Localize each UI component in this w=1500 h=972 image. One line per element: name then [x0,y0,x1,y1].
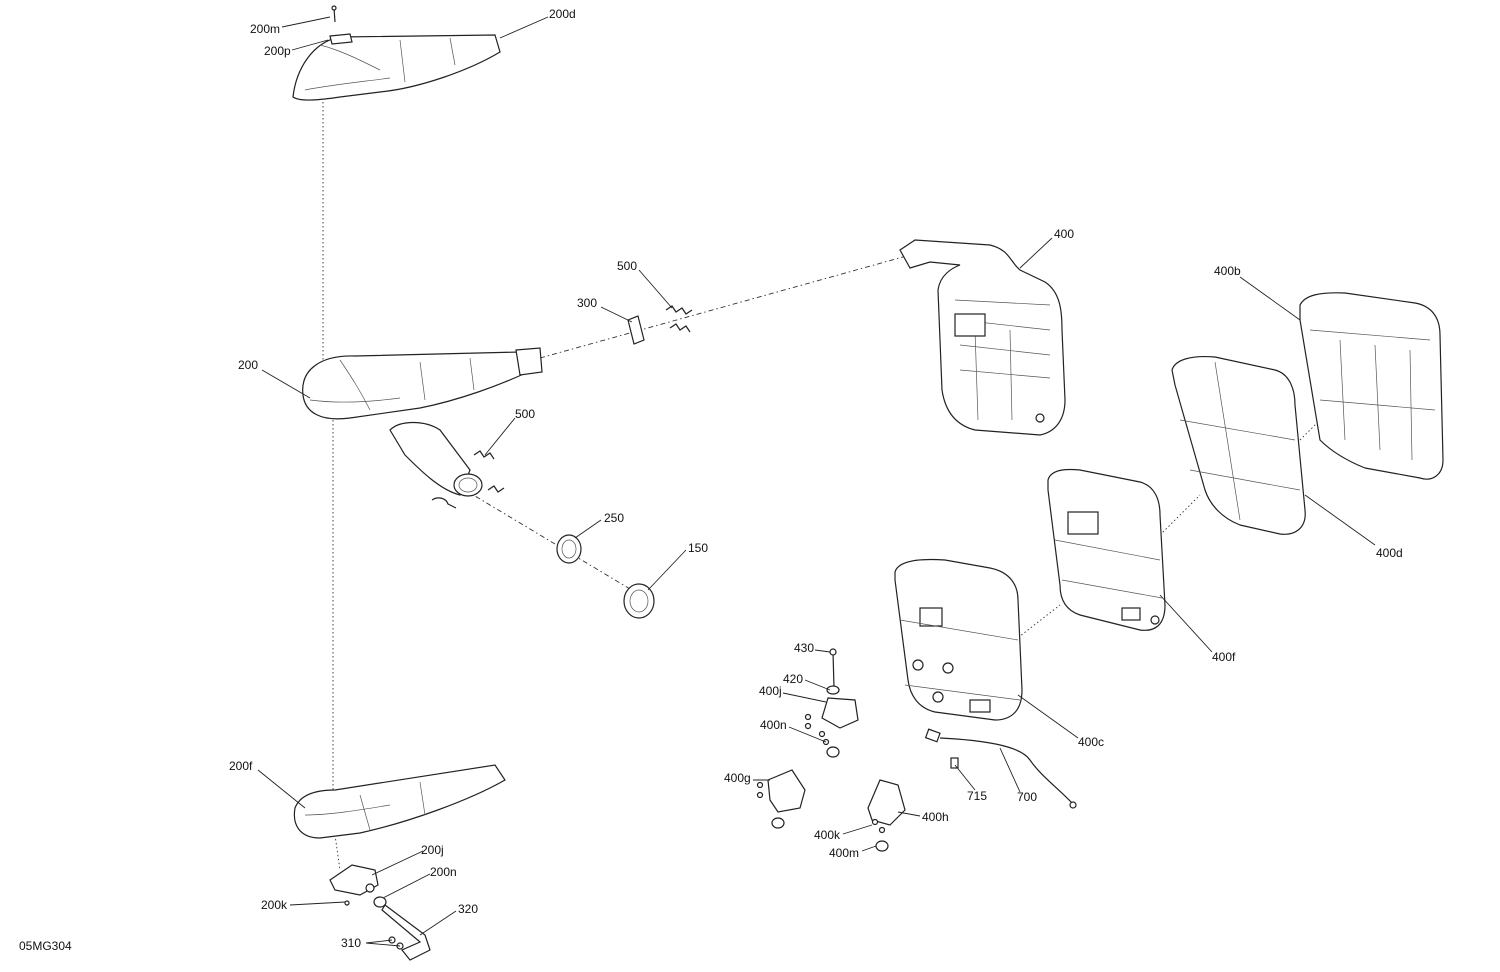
mount-400h [867,779,906,852]
callout-150: 150 [688,541,708,555]
callout-400h: 400h [922,810,949,824]
springs-500-upper [665,305,693,333]
fitting-715 [950,757,959,769]
upper-heat-shield-200d [292,33,501,101]
screw-200m [331,5,337,23]
axis-gaskets [464,489,641,596]
mount-hardware [804,648,859,758]
axis-shield-400c [1014,604,1061,641]
callout-200n: 200n [430,865,457,879]
callout-300: 300 [577,296,597,310]
callout-320: 320 [458,902,478,916]
callout-labels: 200m 200p 200d 400 400b 500 300 200 500 … [229,7,1403,950]
axis-shield-400d [1299,419,1321,441]
callout-250: 250 [604,511,624,525]
callout-715: 715 [967,789,987,803]
callout-200d: 200d [549,7,576,21]
clamp-300 [627,315,645,345]
callout-700: 700 [1017,790,1037,804]
callout-500-lower: 500 [515,407,535,421]
axis-muffler-inlet [539,254,911,359]
heat-shield-400f [1047,468,1166,631]
axis-bracket [334,834,341,871]
callout-400j: 400j [759,684,782,698]
rod-320 [381,904,431,961]
callout-420: 420 [783,672,803,686]
callout-400n: 400n [760,718,787,732]
mount-400g [756,769,806,829]
callout-500-upper: 500 [617,259,637,273]
reference-code: 05MG304 [19,939,72,953]
callout-400c: 400c [1078,735,1104,749]
leader-lines [257,16,1376,947]
callout-200: 200 [238,358,258,372]
screws-310 [388,936,404,950]
bracket-200j [329,864,379,896]
lower-heat-shield-200f [293,764,506,839]
gasket-250 [556,534,582,564]
callout-400b: 400b [1214,264,1241,278]
callout-200j: 200j [421,843,444,857]
callout-400g: 400g [724,771,751,785]
heat-shield-400d [1171,355,1306,535]
callout-400: 400 [1054,227,1074,241]
gasket-150 [623,583,655,619]
nut-200n [373,896,387,908]
exhaust-pipe-200 [302,347,543,497]
callout-400m: 400m [829,846,859,860]
callout-400d: 400d [1376,546,1403,560]
heat-shield-400c [894,558,1023,721]
callout-200f: 200f [229,759,253,773]
assembly-axes [322,102,1321,871]
callout-200p: 200p [264,44,291,58]
sensor-cable-700 [924,728,1077,809]
callout-310: 310 [341,936,361,950]
callout-200m: 200m [250,22,280,36]
axis-shield-400f [1159,494,1201,536]
callout-200k: 200k [261,898,288,912]
screw-200k [344,900,350,906]
springs-500-lower [431,450,505,509]
callout-430: 430 [794,641,814,655]
callout-400k: 400k [814,828,841,842]
heat-shield-400b [1299,292,1444,480]
callout-400f: 400f [1212,650,1236,664]
muffler-400 [899,239,1066,436]
